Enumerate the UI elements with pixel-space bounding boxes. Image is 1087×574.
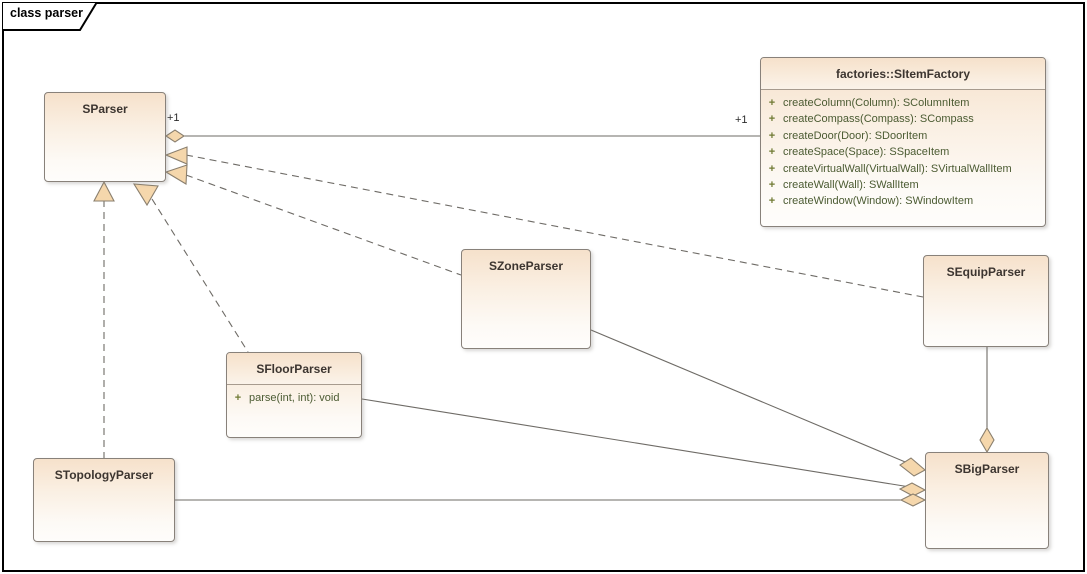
class-title-szoneparser: SZoneParser (488, 259, 564, 273)
member-signature: createVirtualWall(VirtualWall): SVirtual… (783, 162, 1012, 175)
member-visibility: + (768, 113, 776, 126)
member-visibility: + (768, 97, 776, 109)
class-title-sequipparser: SEquipParser (946, 265, 1026, 279)
class-box-sparser[interactable]: SParser (44, 92, 166, 182)
class-box-sbigparser[interactable]: SBigParser (925, 452, 1049, 549)
diagram-tab[interactable] (2, 2, 97, 31)
member-signature: parse(int, int): void (249, 392, 340, 404)
class-title-sitemfactory: factories::SItemFactory (761, 58, 1045, 90)
member-signature: createColumn(Column): SColumnItem (783, 97, 970, 109)
member-visibility: + (768, 195, 776, 208)
class-member: + parse(int, int): void (227, 390, 361, 406)
class-title-sbigparser: SBigParser (954, 462, 1020, 476)
class-member: + createWindow(Window): SWindowItem (761, 193, 1045, 209)
member-signature: createSpace(Space): SSpaceItem (783, 146, 950, 159)
class-box-szoneparser[interactable]: SZoneParser (461, 249, 591, 349)
class-member: + createWall(Wall): SWallItem (761, 177, 1045, 193)
member-signature: createCompass(Compass): SCompass (783, 113, 974, 126)
member-visibility: + (768, 179, 776, 192)
class-box-stopologyparser[interactable]: STopologyParser (33, 458, 175, 542)
class-box-sfloorparser[interactable]: SFloorParser + parse(int, int): void (226, 352, 362, 438)
class-members-sitemfactory: + createColumn(Column): SColumnItem + cr… (761, 90, 1045, 216)
member-visibility: + (768, 129, 776, 142)
member-visibility: + (768, 146, 776, 159)
diagram-tab-shape (2, 2, 97, 31)
class-member: + createSpace(Space): SSpaceItem (761, 144, 1045, 160)
class-title-sparser: SParser (82, 102, 128, 116)
multiplicity-label-itemfactory-side: +1 (735, 114, 748, 126)
class-box-sequipparser[interactable]: SEquipParser (923, 255, 1049, 347)
diagram-frame-top-edge (95, 2, 1083, 4)
member-visibility: + (768, 162, 776, 175)
class-title-sfloorparser: SFloorParser (227, 353, 361, 385)
member-visibility: + (234, 392, 242, 404)
multiplicity-label-sparser-side: +1 (167, 112, 180, 124)
class-member: + createColumn(Column): SColumnItem (761, 95, 1045, 111)
class-title-stopologyparser: STopologyParser (54, 468, 154, 482)
member-signature: createWindow(Window): SWindowItem (783, 195, 974, 208)
diagram-tab-label: class parser (10, 6, 83, 20)
class-members-sfloorparser: + parse(int, int): void (227, 385, 361, 412)
class-member: + createDoor(Door): SDoorItem (761, 128, 1045, 144)
member-signature: createDoor(Door): SDoorItem (783, 129, 928, 142)
class-member: + createVirtualWall(VirtualWall): SVirtu… (761, 161, 1045, 177)
class-member: + createCompass(Compass): SCompass (761, 111, 1045, 127)
class-box-sitemfactory[interactable]: factories::SItemFactory + createColumn(C… (760, 57, 1046, 227)
member-signature: createWall(Wall): SWallItem (783, 179, 919, 192)
